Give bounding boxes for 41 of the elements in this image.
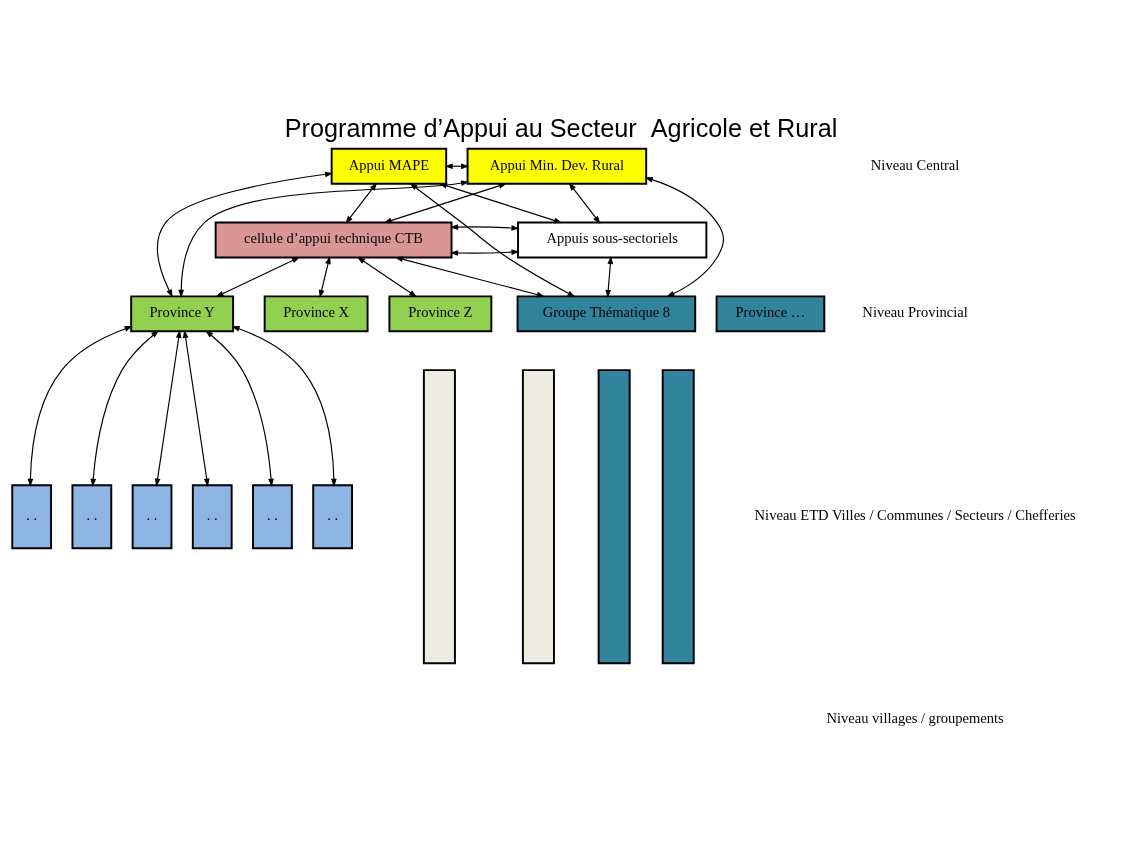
- node-box: Appui MAPE: [330, 147, 448, 185]
- node-bar: [521, 369, 555, 665]
- node-box: Province …: [715, 295, 826, 333]
- label: Niveau Provincial: [862, 304, 968, 321]
- node-box: . .: [312, 484, 353, 550]
- node-box: Province Z: [388, 295, 493, 333]
- arrow: [394, 256, 545, 298]
- arrow: [215, 256, 301, 298]
- arrow: [27, 326, 133, 487]
- node-bar: [422, 369, 456, 665]
- node-box: Province X: [263, 295, 369, 333]
- node-box: . .: [131, 484, 173, 550]
- arrow: [644, 177, 725, 297]
- arrow: [345, 182, 378, 224]
- arrow: [605, 255, 614, 299]
- node-box: Groupe Thématique 8: [516, 295, 697, 333]
- arrow: [90, 330, 160, 487]
- node-box: Province Y: [130, 295, 235, 333]
- diagram-title: Programme d’Appui au Secteur Agricole et Rural: [284, 113, 838, 142]
- arrow: [568, 182, 601, 224]
- node-box: . .: [71, 484, 113, 550]
- arrow: [318, 256, 331, 298]
- arrow: [154, 329, 182, 487]
- node-box: Appui Min. Dev. Rural: [466, 147, 648, 185]
- node-box: . .: [252, 484, 293, 550]
- arrow: [449, 249, 520, 256]
- arrow: [182, 329, 210, 487]
- label: Niveau villages / groupements: [826, 710, 1004, 727]
- label: Niveau Central: [870, 156, 960, 173]
- node-bar: [661, 369, 695, 665]
- node-box: cellule d’appui technique CTB: [214, 221, 453, 259]
- node-box: . .: [191, 484, 233, 550]
- node-bar: [597, 369, 631, 665]
- node-box: . .: [11, 484, 53, 550]
- arrow: [356, 256, 418, 298]
- arrow: [231, 326, 337, 487]
- arrow: [157, 171, 334, 298]
- arrow: [205, 330, 274, 487]
- label: Niveau ETD Villes / Communes / Secteurs / Chefferies: [754, 507, 1076, 524]
- node-box: Appuis sous-sectoriels: [517, 221, 708, 259]
- arrow: [449, 224, 520, 231]
